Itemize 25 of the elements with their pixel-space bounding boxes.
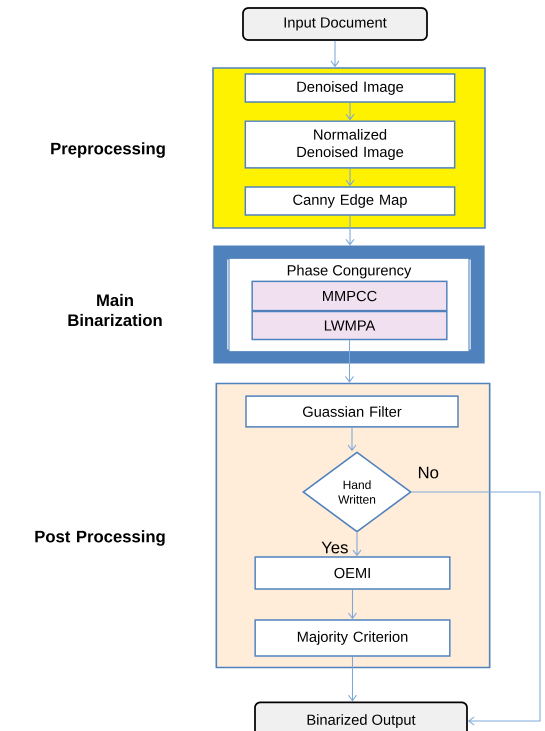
section-label: Preprocessing xyxy=(51,142,165,158)
arrow xyxy=(346,102,354,120)
section-label: Post Processing xyxy=(35,530,165,546)
method-cell: MMPCC xyxy=(251,280,448,312)
arrow xyxy=(348,590,357,620)
process-box: OEMI xyxy=(254,556,451,590)
edge-label: No xyxy=(418,466,438,478)
process-box: Canny Edge Map xyxy=(244,186,456,216)
arrow xyxy=(352,532,362,556)
start-box: Input Document xyxy=(242,7,428,41)
process-box: Normalized Denoised Image xyxy=(244,120,456,169)
process-box: Denoised Image xyxy=(244,73,456,103)
arrow xyxy=(346,216,354,246)
arrow xyxy=(346,168,354,186)
arrow xyxy=(348,428,356,452)
section-label: Main Binarization xyxy=(68,294,162,326)
arrow xyxy=(330,40,340,68)
end-box: Binarized Output xyxy=(254,701,468,731)
process-box: Majority Criterion xyxy=(254,619,451,657)
arrow xyxy=(345,340,354,383)
method-cell: LWMPA xyxy=(251,310,448,340)
process-box: Guassian Filter xyxy=(245,395,459,428)
arrow xyxy=(348,656,357,702)
arrow xyxy=(412,491,541,726)
edge-label: Yes xyxy=(322,542,348,554)
